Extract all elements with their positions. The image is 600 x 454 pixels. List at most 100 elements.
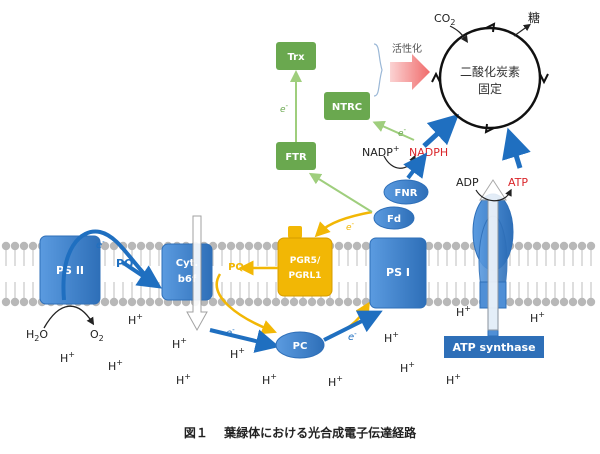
nadph-label: NADPH — [409, 146, 448, 159]
cytb6f-label-2: b6f — [178, 274, 197, 285]
lipid-head — [586, 297, 596, 307]
proton-label: H+ — [384, 330, 399, 345]
lipid-head — [208, 297, 218, 307]
lipid-head — [127, 241, 137, 251]
fnr-upward-arrow — [403, 152, 428, 180]
lipid-head — [10, 297, 20, 307]
nadp-label: NADP+ — [362, 144, 400, 159]
lipid-head — [235, 241, 245, 251]
lipid-head — [343, 297, 353, 307]
lipid-head — [100, 297, 110, 307]
fd-carrier: Fd — [373, 206, 415, 230]
lipid-head — [433, 297, 443, 307]
lipid-head — [577, 297, 587, 307]
fnr-label: FNR — [395, 188, 418, 199]
atp-label: ATP — [508, 176, 528, 189]
lipid-head — [334, 297, 344, 307]
lipid-head — [235, 297, 245, 307]
activation-label: 活性化 — [392, 42, 422, 55]
proton-label: H+ — [328, 374, 343, 389]
lipid-head — [145, 241, 155, 251]
pc-ps1-e-label: e- — [348, 330, 357, 343]
lipid-head — [280, 297, 290, 307]
lipid-head — [532, 297, 542, 307]
ps2-complex: PS II — [39, 235, 101, 305]
ps2-electron-arrow — [61, 229, 152, 301]
lipid-head — [505, 297, 515, 307]
b6f-to-pc-arrow — [209, 328, 280, 353]
lipid-head — [568, 241, 578, 251]
lipid-head — [244, 241, 254, 251]
h2o-label: H2O — [26, 328, 48, 343]
lipid-head — [253, 241, 263, 251]
ntrc-box: NTRC — [324, 92, 370, 120]
lipid-head — [514, 241, 524, 251]
lipid-head — [442, 241, 452, 251]
lipid-head — [361, 297, 371, 307]
pc-to-ps1-arrow — [323, 310, 383, 342]
pgr-label-2: PGRL1 — [289, 271, 322, 281]
lipid-head — [217, 241, 227, 251]
proton-label: H+ — [456, 304, 471, 319]
figure-caption: 図１ 葉緑体における光合成電子伝達経路 — [0, 424, 600, 441]
lipid-head — [343, 241, 353, 251]
lipid-head — [109, 297, 119, 307]
cycle-label-1: 二酸化炭素 — [460, 64, 520, 79]
pq-to-pc-yellow-arrow — [215, 273, 277, 335]
ps1-label: PS I — [386, 266, 410, 279]
lipid-head — [550, 297, 560, 307]
lipid-head — [253, 297, 263, 307]
atp-to-cycle-arrow — [502, 127, 531, 169]
lipid-head — [19, 241, 29, 251]
pc-carrier: PC — [275, 331, 325, 359]
lipid-head — [307, 297, 317, 307]
trx-label: Trx — [287, 52, 305, 63]
ps1-complex: PS I — [369, 237, 427, 309]
sugar-label: 糖 — [528, 10, 540, 25]
fd-to-pgr-yellow-arrow — [314, 210, 373, 238]
proton-label: H+ — [230, 346, 245, 361]
pq-arrow — [120, 260, 162, 289]
atp-synthase-box: ATP synthase — [444, 336, 544, 358]
lipid-head — [154, 241, 164, 251]
lipid-head — [244, 297, 254, 307]
proton-label: H+ — [60, 350, 75, 365]
activation-bracket — [373, 43, 383, 97]
lipid-head — [424, 297, 434, 307]
b6f-pc-e-label: e- — [226, 326, 235, 339]
lipid-head — [316, 297, 326, 307]
nadph-to-cycle-arrow — [422, 113, 460, 148]
lipid-head — [442, 297, 452, 307]
lipid-head — [352, 297, 362, 307]
lipid-head — [586, 241, 596, 251]
lipid-head — [424, 241, 434, 251]
lipid-head — [577, 241, 587, 251]
pq-yellow-label: PQ — [228, 262, 244, 273]
lipid-head — [262, 297, 272, 307]
figure-title: 葉緑体における光合成電子伝達経路 — [224, 426, 417, 440]
lipid-head — [559, 241, 569, 251]
o2-label: O2 — [90, 328, 104, 343]
proton-label: H+ — [530, 310, 545, 325]
lipid-head — [451, 297, 461, 307]
proton-label: H+ — [108, 358, 123, 373]
lipid-head — [127, 297, 137, 307]
lipid-head — [523, 297, 533, 307]
lipid-head — [1, 241, 11, 251]
lipid-head — [550, 241, 560, 251]
activation-arrow — [390, 54, 430, 90]
lipid-head — [1, 297, 11, 307]
lipid-head — [568, 297, 578, 307]
lipid-head — [334, 241, 344, 251]
lipid-head — [559, 297, 569, 307]
lipid-head — [28, 297, 38, 307]
figure-number: 図１ — [183, 426, 208, 440]
lipid-head — [262, 241, 272, 251]
lipid-head — [271, 297, 281, 307]
proton-label: H+ — [446, 372, 461, 387]
lipid-head — [10, 241, 20, 251]
lipid-head — [226, 241, 236, 251]
lipid-head — [361, 241, 371, 251]
